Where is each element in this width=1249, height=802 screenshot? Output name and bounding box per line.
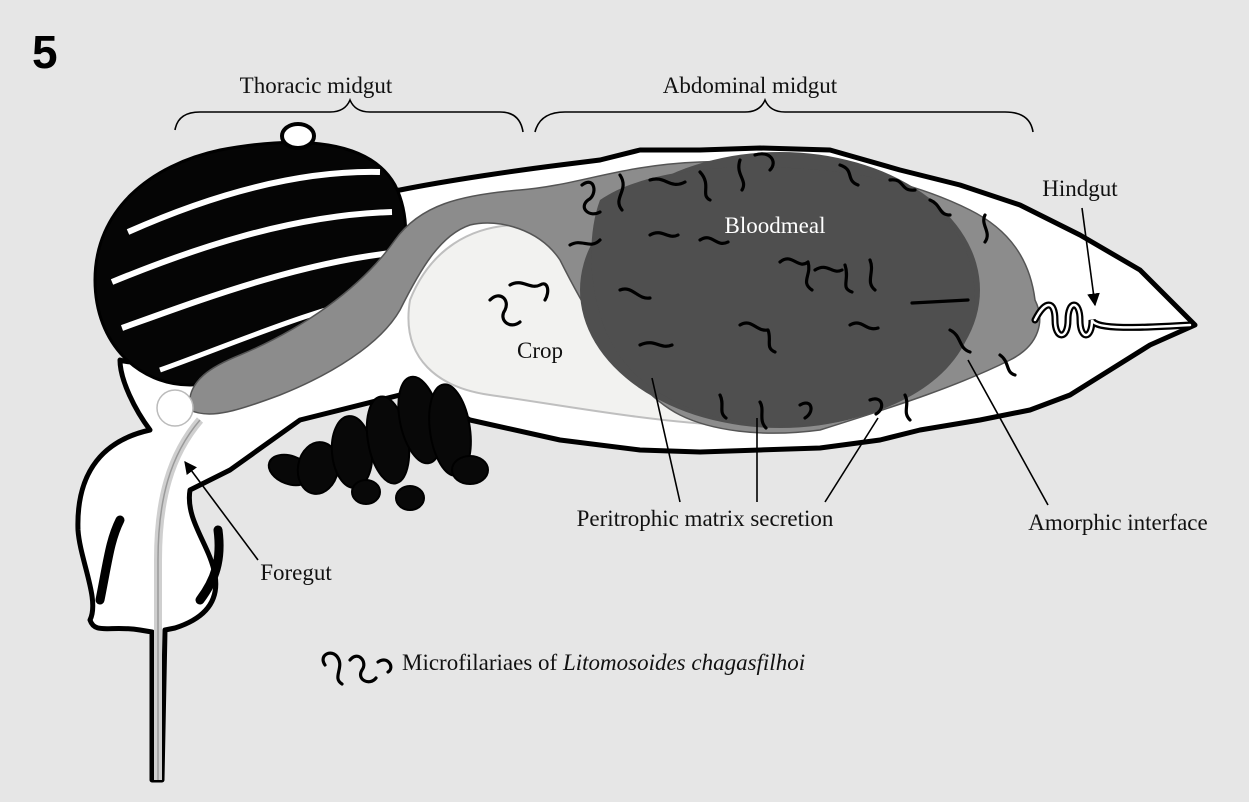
- legend-text: Microfilariaes of Litomosoides chagasfil…: [402, 650, 805, 675]
- label-crop: Crop: [517, 338, 563, 363]
- label-thoracic-midgut: Thoracic midgut: [240, 73, 393, 98]
- label-abdominal-midgut: Abdominal midgut: [663, 73, 838, 98]
- legend: Microfilariaes of Litomosoides chagasfil…: [323, 650, 805, 684]
- legend-worm-icon: [323, 653, 342, 684]
- legend-prefix: Microfilariaes of: [402, 650, 563, 675]
- abdominal-midgut-brace: [535, 100, 1033, 132]
- label-hindgut: Hindgut: [1042, 176, 1118, 201]
- label-bloodmeal: Bloodmeal: [725, 213, 826, 238]
- legend-species: Litomosoides chagasfilhoi: [562, 650, 805, 675]
- label-amorphic-interface: Amorphic interface: [1028, 510, 1207, 535]
- thoracic-midgut-brace: [175, 100, 523, 132]
- label-peritrophic-matrix: Peritrophic matrix secretion: [577, 506, 834, 531]
- label-foregut: Foregut: [260, 560, 332, 585]
- panel-number: 5: [32, 26, 58, 78]
